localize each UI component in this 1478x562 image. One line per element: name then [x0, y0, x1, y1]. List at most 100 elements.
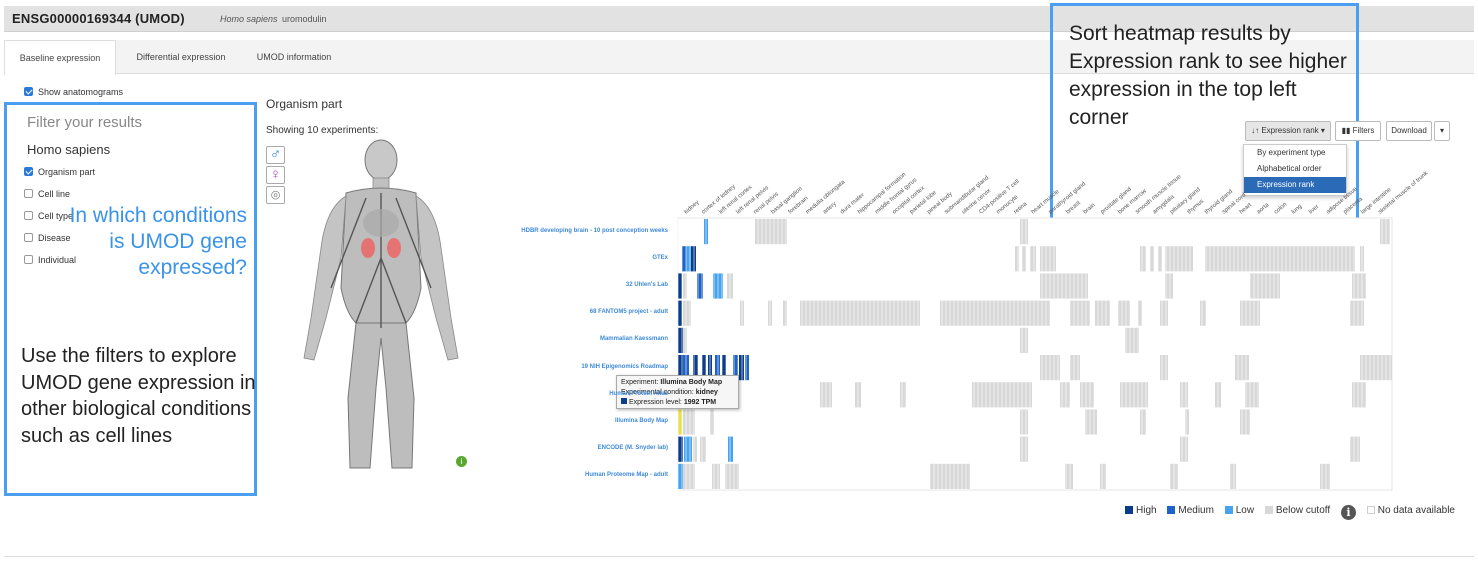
heatmap-cell[interactable]	[697, 273, 703, 299]
heatmap-cell[interactable]	[678, 273, 682, 299]
heatmap-cell[interactable]	[684, 436, 692, 462]
heatmap-row-label[interactable]: 32 Uhlen's Lab	[625, 282, 668, 288]
heatmap-cell[interactable]	[1230, 463, 1236, 489]
heatmap-cell[interactable]	[1095, 300, 1110, 326]
heatmap-cell[interactable]	[1070, 300, 1090, 326]
heatmap-cell[interactable]	[940, 300, 1050, 326]
heatmap-cell[interactable]	[1250, 273, 1280, 299]
heatmap-row-label[interactable]: GTEx	[652, 254, 668, 261]
heatmap-cell[interactable]	[686, 246, 691, 272]
heatmap-cell[interactable]	[1065, 463, 1073, 489]
heatmap-cell[interactable]	[1100, 463, 1106, 489]
heatmap-cell[interactable]	[700, 436, 706, 462]
heatmap-cell[interactable]	[1240, 409, 1250, 435]
heatmap-row-label[interactable]: HDBR developing brain - 10 post concepti…	[521, 227, 668, 234]
heatmap-cell[interactable]	[1020, 219, 1028, 245]
checkbox-icon[interactable]	[24, 233, 33, 242]
heatmap-cell[interactable]	[1080, 382, 1094, 408]
heatmap-cell[interactable]	[783, 300, 787, 326]
heatmap-cell[interactable]	[1140, 409, 1146, 435]
heatmap-cell[interactable]	[1158, 246, 1162, 272]
download-caret-button[interactable]: ▾	[1434, 121, 1450, 141]
heatmap-cell[interactable]	[715, 355, 720, 381]
heatmap-cell[interactable]	[691, 246, 696, 272]
sort-option-experiment-type[interactable]: By experiment type	[1257, 148, 1326, 157]
heatmap-row-label[interactable]: Illumina Body Map	[614, 418, 668, 424]
heatmap-cell[interactable]	[1022, 246, 1026, 272]
heatmap-cell[interactable]	[1165, 273, 1173, 299]
heatmap-row-label[interactable]: Mammalian Kaessmann	[599, 336, 668, 343]
heatmap-cell[interactable]	[725, 463, 739, 489]
heatmap-cell[interactable]	[1060, 382, 1070, 408]
heatmap-cell[interactable]	[678, 463, 683, 489]
show-anatomograms-toggle[interactable]: Show anatomograms	[24, 87, 123, 97]
heatmap-cell[interactable]	[1030, 246, 1036, 272]
sort-dropdown-button[interactable]: ↓↑ Expression rank ▾	[1245, 121, 1331, 141]
checkbox-icon[interactable]	[24, 189, 33, 198]
heatmap-cell[interactable]	[683, 463, 695, 489]
heatmap-row-label[interactable]: 19 NIH Epigenomics Roadmap	[581, 363, 668, 370]
heatmap-cell[interactable]	[1118, 300, 1130, 326]
legend-info-icon[interactable]: i	[1340, 505, 1356, 520]
anatomogram-info-icon[interactable]: i	[456, 456, 467, 467]
heatmap-cell[interactable]	[678, 355, 683, 381]
heatmap-cell[interactable]	[1165, 246, 1193, 272]
heatmap-cell[interactable]	[683, 300, 691, 326]
heatmap-cell[interactable]	[900, 382, 906, 408]
heatmap-cell[interactable]	[683, 273, 687, 299]
heatmap-cell[interactable]	[683, 409, 695, 435]
heatmap-cell[interactable]	[1138, 300, 1142, 326]
heatmap-cell[interactable]	[1350, 436, 1360, 462]
tab-differential-expression[interactable]: Differential expression	[136, 52, 226, 62]
tab-baseline-expression[interactable]: Baseline expression	[4, 40, 116, 75]
female-anatomogram-button[interactable]: ♀	[266, 166, 285, 184]
heatmap-cell[interactable]	[1020, 436, 1028, 462]
checkbox-icon[interactable]	[24, 167, 33, 176]
heatmap-cell[interactable]	[745, 355, 749, 381]
heatmap-cell[interactable]	[1200, 300, 1206, 326]
checkbox-icon[interactable]	[24, 211, 33, 220]
brain-anatomogram-button[interactable]: ◎	[266, 186, 285, 204]
heatmap-cell[interactable]	[1140, 246, 1146, 272]
heatmap-cell[interactable]	[1180, 382, 1188, 408]
heatmap-cell[interactable]	[1020, 409, 1028, 435]
heatmap-cell[interactable]	[693, 355, 698, 381]
filter-cell-line[interactable]: Cell line	[24, 189, 70, 199]
heatmap-cell[interactable]	[683, 327, 687, 353]
heatmap-cell[interactable]	[1350, 300, 1364, 326]
sort-option-expression-rank[interactable]: Expression rank	[1244, 177, 1346, 193]
heatmap-cell[interactable]	[1245, 382, 1259, 408]
heatmap-cell[interactable]	[733, 355, 738, 381]
download-button[interactable]: Download	[1386, 121, 1432, 141]
heatmap-cell[interactable]	[755, 219, 787, 245]
heatmap-cell[interactable]	[1040, 273, 1088, 299]
heatmap-cell[interactable]	[1070, 355, 1080, 381]
heatmap-cell[interactable]	[710, 409, 714, 435]
heatmap-row-label[interactable]: 68 FANTOM5 project - adult	[589, 309, 668, 316]
heatmap-cell[interactable]	[1352, 273, 1366, 299]
heatmap-cell[interactable]	[1125, 327, 1139, 353]
heatmap-cell[interactable]	[739, 355, 744, 381]
heatmap-cell[interactable]	[1205, 246, 1355, 272]
heatmap-cell[interactable]	[1015, 246, 1019, 272]
checkbox-icon[interactable]	[24, 87, 33, 96]
filter-disease[interactable]: Disease	[24, 233, 71, 243]
heatmap-row-label[interactable]: Human Proteome Map - adult	[584, 472, 668, 479]
checkbox-icon[interactable]	[24, 255, 33, 264]
heatmap-cell[interactable]	[1040, 246, 1056, 272]
sort-option-alphabetical[interactable]: Alphabetical order	[1257, 164, 1322, 173]
heatmap-cell[interactable]	[678, 327, 683, 353]
heatmap-cell[interactable]	[1150, 246, 1154, 272]
heatmap-cell[interactable]	[1320, 463, 1330, 489]
heatmap-cell[interactable]	[1360, 355, 1392, 381]
filter-individual[interactable]: Individual	[24, 255, 76, 265]
filter-cell-type[interactable]: Cell type	[24, 211, 73, 221]
heatmap-cell[interactable]	[1180, 436, 1188, 462]
heatmap-cell[interactable]	[678, 300, 682, 326]
heatmap-cell[interactable]	[1160, 355, 1168, 381]
filter-organism-part[interactable]: Organism part	[24, 167, 95, 177]
heatmap-cell[interactable]	[800, 300, 920, 326]
heatmap-cell[interactable]	[682, 246, 686, 272]
heatmap-row-label[interactable]: Human Protein Atlas	[609, 390, 668, 397]
heatmap-cell[interactable]	[1020, 327, 1028, 353]
